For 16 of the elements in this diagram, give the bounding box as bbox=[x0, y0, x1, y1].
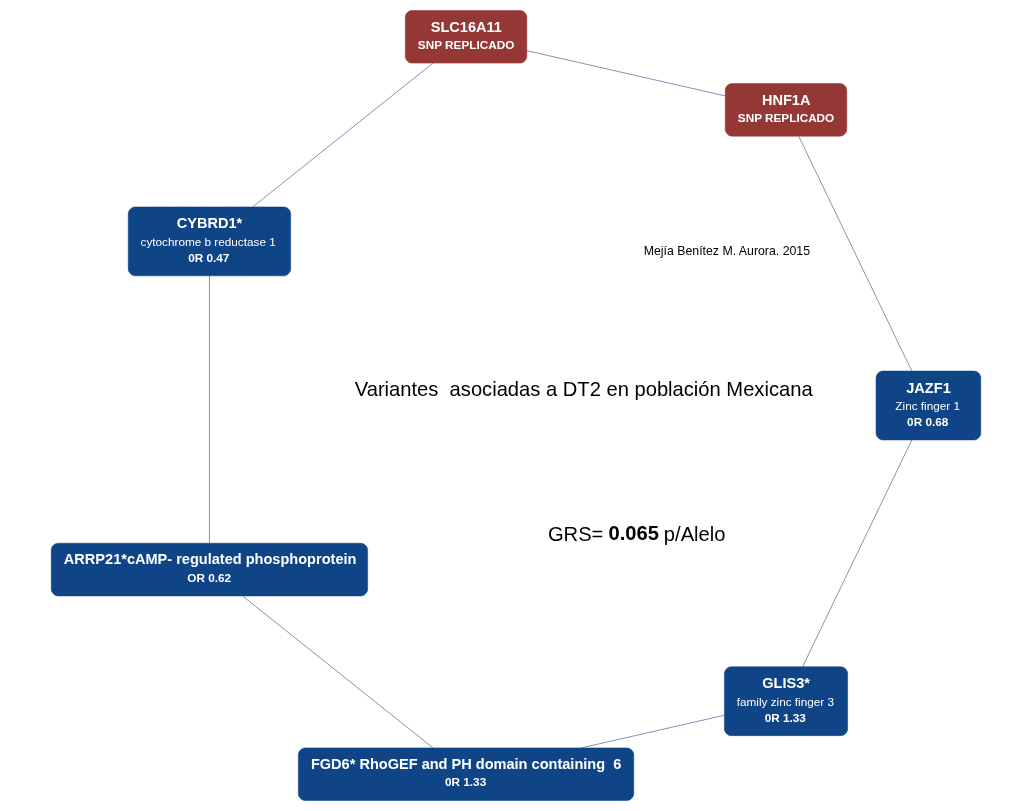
node-box: ARRP21*cAMP- regulated phosphoprotein OR 0.62 bbox=[50, 543, 368, 597]
node-box: CYBRD1* cytochrome b reductase 1 0R 0.47 bbox=[127, 206, 291, 277]
label: Variantes asociadas a DT2 en población Mexicana bbox=[354, 378, 813, 401]
connector bbox=[251, 62, 433, 208]
label: Mejía Benítez M. Aurora. 2015 bbox=[643, 243, 810, 258]
node-box: GLIS3* family zinc finger 3 0R 1.33 bbox=[723, 666, 848, 736]
node-box: HNF1A SNP REPLICADO bbox=[724, 83, 847, 137]
node-box: FGD6* RhoGEF and PH domain containing 6 0R 1.33 bbox=[297, 747, 634, 801]
connector bbox=[801, 439, 912, 667]
label: GRS= 0.065 p/Alelo bbox=[547, 522, 726, 545]
node-box: JAZF1 Zinc finger 1 0R 0.68 bbox=[875, 370, 981, 441]
connector bbox=[580, 715, 725, 749]
node-box: SLC16A11 SNP REPLICADO bbox=[404, 10, 527, 64]
connector bbox=[798, 136, 912, 372]
connector bbox=[241, 595, 433, 749]
connector bbox=[208, 275, 210, 544]
